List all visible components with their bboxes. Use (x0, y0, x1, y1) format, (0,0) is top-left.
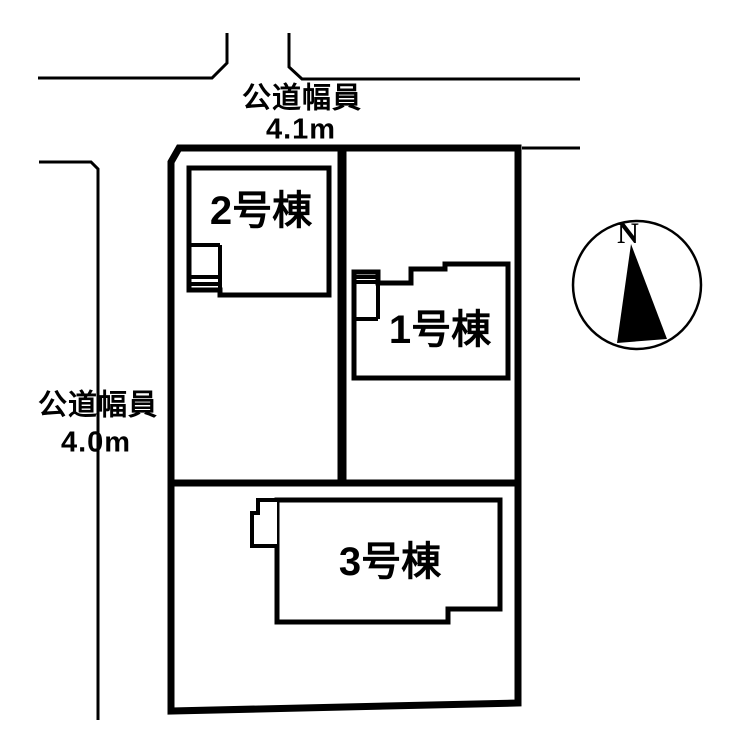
road-edge-top-left (38, 33, 229, 80)
top-road-width-label: 公道幅員 (241, 82, 363, 115)
top-road-width-value: 4.1m (265, 113, 337, 146)
building-1-label: 1号棟 (388, 308, 492, 352)
compass-north-label: N (617, 217, 639, 250)
compass-needle-icon (617, 244, 667, 343)
left-road-width-label: 公道幅員 (37, 389, 159, 422)
building-3-label: 3号棟 (338, 540, 442, 584)
building-2-entrance-steps (189, 243, 222, 295)
road-edge-left (39, 160, 100, 720)
building-3-porch-notch (250, 498, 277, 548)
road-edge-top-right (287, 33, 580, 81)
left-road-width-value: 4.0m (60, 426, 132, 459)
building-2-label: 2号棟 (209, 189, 313, 233)
building-1-entrance-steps (354, 272, 380, 321)
building-3-outline (274, 497, 503, 625)
